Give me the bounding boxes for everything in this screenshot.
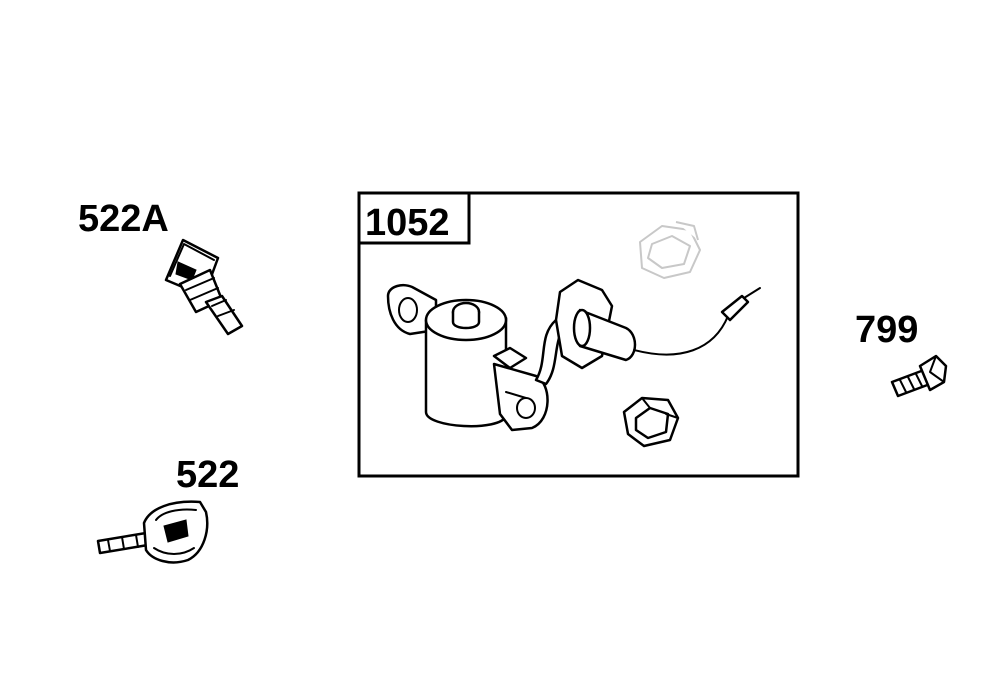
bolt-799-drawing [890, 354, 948, 398]
hex-nut-drawing [622, 396, 680, 448]
callout-1052: 1052 [365, 202, 450, 244]
kit-1052-frame [357, 191, 800, 478]
key-switch-522a-drawing [164, 238, 244, 336]
key-522-drawing [96, 500, 209, 564]
ghost-nut-drawing [639, 221, 701, 279]
plug-connector-drawing [554, 278, 761, 370]
solenoid-drawing [386, 284, 568, 432]
callout-799: 799 [855, 309, 918, 351]
callout-522a: 522A [78, 198, 169, 240]
callout-522: 522 [176, 454, 239, 496]
